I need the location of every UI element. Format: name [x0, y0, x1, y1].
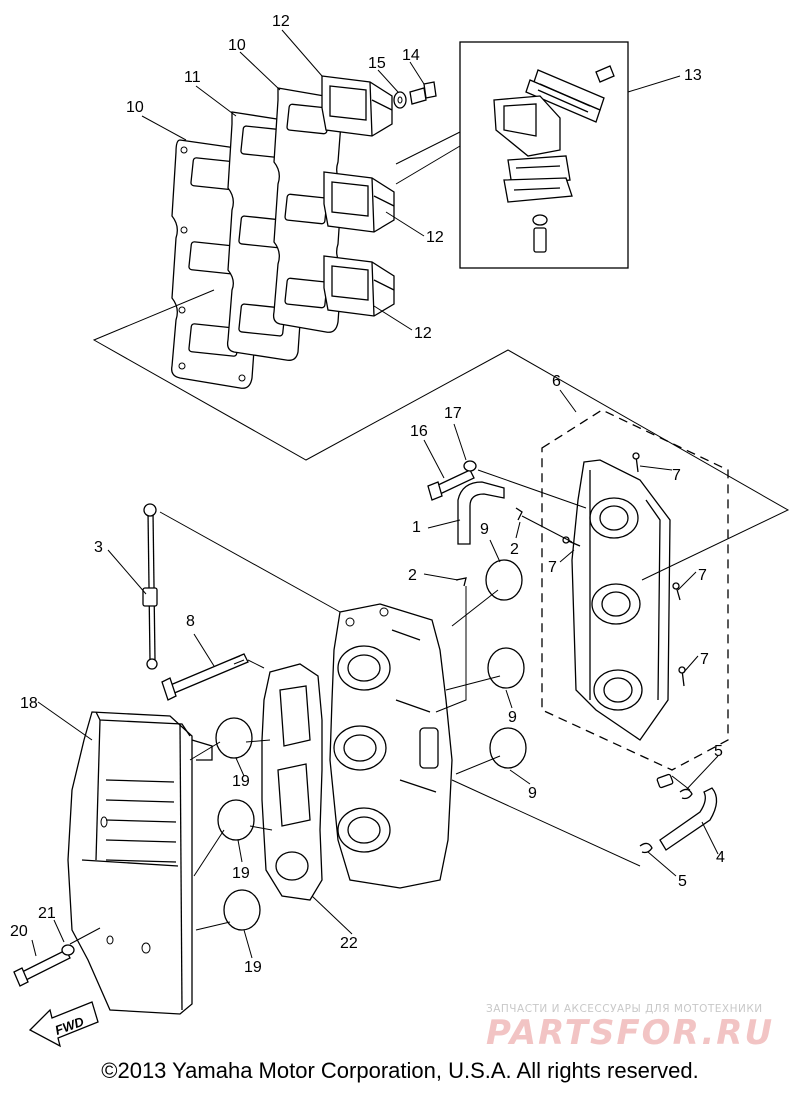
- callout-19-middle: 19: [232, 865, 250, 882]
- watermark-logo: PARTSFOR.RU: [486, 1013, 775, 1053]
- washer-15: [393, 91, 407, 109]
- screw-20: [13, 949, 71, 987]
- bolt-8: [161, 653, 249, 701]
- clip-5-upper: [679, 788, 693, 800]
- callout-19-bottom: 19: [244, 959, 262, 976]
- callout-16: 16: [410, 423, 428, 440]
- hose-4: [656, 773, 718, 851]
- callout-7-d: 7: [700, 651, 709, 668]
- pin-7-a: [632, 452, 640, 473]
- ring-19-top: [215, 717, 253, 759]
- callout-leaders: [31, 29, 719, 959]
- callout-12-middle: 12: [426, 229, 444, 246]
- fwd-arrow-icon: FWD: [28, 1001, 99, 1048]
- callout-9-bottom: 9: [528, 785, 537, 802]
- callout-2-upper: 2: [510, 541, 519, 558]
- callout-5-upper: 5: [714, 743, 723, 760]
- callout-19-top: 19: [232, 773, 250, 790]
- washer-17: [463, 460, 477, 472]
- intake-manifold: [329, 603, 453, 889]
- linkage-rod-3: [142, 503, 158, 670]
- assembly-lines: [69, 131, 790, 945]
- pin-7-d: [678, 666, 686, 687]
- ring-19-bottom: [223, 889, 261, 931]
- callout-7-b: 7: [548, 559, 557, 576]
- callout-12-top: 12: [272, 13, 290, 30]
- pin-7-c: [672, 582, 681, 601]
- ring-9-top: [485, 559, 523, 601]
- dashed-box-6: [541, 409, 729, 771]
- silencer-18: [67, 711, 213, 1015]
- ring-9-middle: [487, 647, 525, 689]
- callout-10-front: 10: [126, 99, 144, 116]
- gasket-22: [261, 663, 323, 901]
- callout-numbers: 12 10 11 10 15 14 13 12 12 6 17 16 7 1 9…: [10, 13, 725, 976]
- ring-19-middle: [217, 799, 255, 841]
- callout-7-c: 7: [698, 567, 707, 584]
- clip-5-lower: [639, 842, 653, 854]
- callout-7-a: 7: [672, 467, 681, 484]
- callout-20: 20: [10, 923, 28, 940]
- ring-9-bottom: [489, 727, 527, 769]
- clip-2-lower: [455, 577, 467, 587]
- reed-valve-12-middle: [323, 171, 395, 233]
- copyright-notice: ©2013 Yamaha Motor Corporation, U.S.A. A…: [101, 1058, 699, 1083]
- callout-13: 13: [684, 67, 702, 84]
- screw-14: [409, 81, 437, 105]
- reed-valve-12-bottom: [323, 255, 395, 317]
- callout-1: 1: [412, 519, 421, 536]
- watermark-tagline: ЗАПЧАСТИ И АКСЕССУАРЫ ДЛЯ МОТОТЕХНИКИ: [486, 1003, 763, 1015]
- inset-box-13: [459, 41, 629, 269]
- washer-21: [61, 944, 75, 956]
- callout-10-rear: 10: [228, 37, 246, 54]
- callout-3: 3: [94, 539, 103, 556]
- callout-6: 6: [552, 373, 561, 390]
- bolt-16: [427, 469, 475, 501]
- callout-14: 14: [402, 47, 420, 64]
- carburetor-6: [571, 459, 671, 741]
- callout-8: 8: [186, 613, 195, 630]
- callout-5-lower: 5: [678, 873, 687, 890]
- callout-11: 11: [184, 69, 201, 86]
- callout-18: 18: [20, 695, 38, 712]
- callout-9-middle: 9: [508, 709, 517, 726]
- callout-12-bottom: 12: [414, 325, 432, 342]
- callout-22: 22: [340, 935, 358, 952]
- hose-1: [457, 481, 505, 545]
- callout-2-lower: 2: [408, 567, 417, 584]
- reed-valve-12-top: [321, 75, 393, 137]
- callout-21: 21: [38, 905, 56, 922]
- callout-9-top: 9: [480, 521, 489, 538]
- callout-4: 4: [716, 849, 725, 866]
- callout-17: 17: [444, 405, 462, 422]
- clip-2-upper: [515, 507, 523, 521]
- callout-15: 15: [368, 55, 386, 72]
